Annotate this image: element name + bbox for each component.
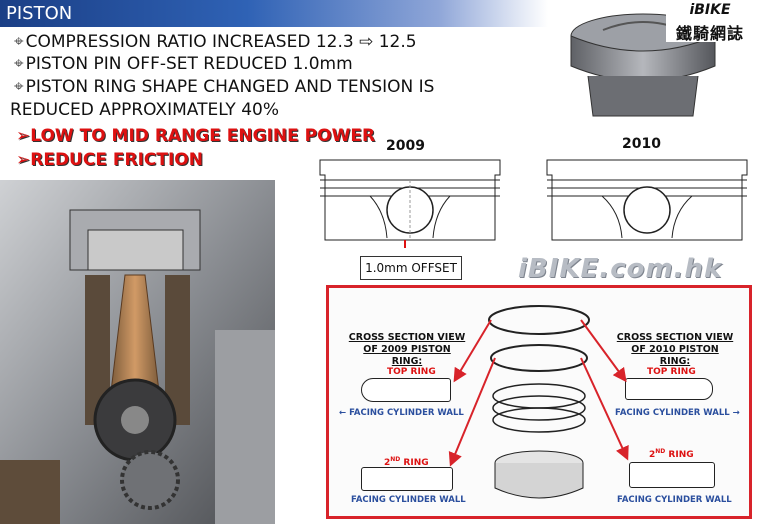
bullet-ring-shape: ⌖PISTON RING SHAPE CHANGED AND TENSION I… [14,77,434,97]
exploded-ring-diagram [488,305,590,499]
second-ring-2009-shape [361,467,453,491]
ring-number: 2 [384,458,391,468]
year-label-2010: 2010 [622,136,661,152]
page-title: PISTON [6,3,73,24]
cross-section-2009-title: CROSS SECTION VIEW OF 2009 PISTON RING: [347,332,467,368]
bullet-text: PISTON PIN OFF-SET REDUCED 1.0mm [25,54,353,74]
watermark: iBIKE.com.hk [518,254,723,284]
ring-word: RING [403,458,429,468]
crosshair-icon: ⌖ [14,77,24,97]
ring-ordinal: ND [655,448,666,455]
top-ring-2009-label: TOP RING [387,367,436,377]
highlight-reduce-friction: ➢REDUCE FRICTION [16,150,203,170]
cross-section-2010-title: CROSS SECTION VIEW OF 2010 PISTON RING: [615,332,735,368]
title-line: CROSS SECTION VIEW [616,332,734,343]
facing-wall-2009-bottom: FACING CYLINDER WALL [351,495,466,505]
title-line: CROSS SECTION VIEW [348,332,466,343]
offset-label: 1.0mm OFFSET [360,256,462,280]
ring-word: RING [668,450,694,460]
bullet-text: REDUCED APPROXIMATELY 40% [10,100,279,120]
bullet-text: PISTON RING SHAPE CHANGED AND TENSION IS [25,77,435,97]
logo-chinese: 鐵騎網誌 [675,24,744,43]
ring-connector-arrows [448,319,629,467]
second-ring-2009-label: 2ND RING [384,456,429,468]
highlight-engine-power: ➢LOW TO MID RANGE ENGINE POWER [16,126,376,146]
ring-number: 2 [649,450,656,460]
engine-cutaway-image [0,180,275,524]
piston-2009-section [319,159,501,248]
crosshair-icon: ⌖ [14,32,24,52]
ring-ordinal: ND [390,456,401,463]
second-ring-2010-shape [629,462,715,488]
bullet-pin-offset: ⌖PISTON PIN OFF-SET REDUCED 1.0mm [14,54,353,74]
title-bar [0,0,548,27]
year-label-2009: 2009 [386,138,425,154]
bullet-text: COMPRESSION RATIO INCREASED 12.3 ⇨ 12.5 [25,32,417,52]
facing-wall-2009-top: ← FACING CYLINDER WALL [339,408,464,418]
top-ring-2010-shape [625,378,713,400]
second-ring-2010-label: 2ND RING [649,448,694,460]
title-line: OF 2009 PISTON RING: [363,344,451,367]
top-ring-2010-label: TOP RING [647,367,696,377]
bullet-ring-shape-cont: REDUCED APPROXIMATELY 40% [10,100,279,120]
bullet-compression: ⌖COMPRESSION RATIO INCREASED 12.3 ⇨ 12.5 [14,32,417,52]
facing-wall-2010-bottom: FACING CYLINDER WALL [617,495,732,505]
ibike-logo: iBIKE 鐵騎網誌 [666,2,754,43]
piston-2010-section [546,159,748,241]
piston-ring-comparison-panel: CROSS SECTION VIEW OF 2009 PISTON RING: … [326,285,752,519]
crosshair-icon: ⌖ [14,54,24,74]
top-ring-2009-shape [361,378,451,402]
title-line: OF 2010 PISTON RING: [631,344,719,367]
facing-wall-2010-top: FACING CYLINDER WALL → [615,408,740,418]
logo-wordmark: iBIKE [689,2,731,18]
